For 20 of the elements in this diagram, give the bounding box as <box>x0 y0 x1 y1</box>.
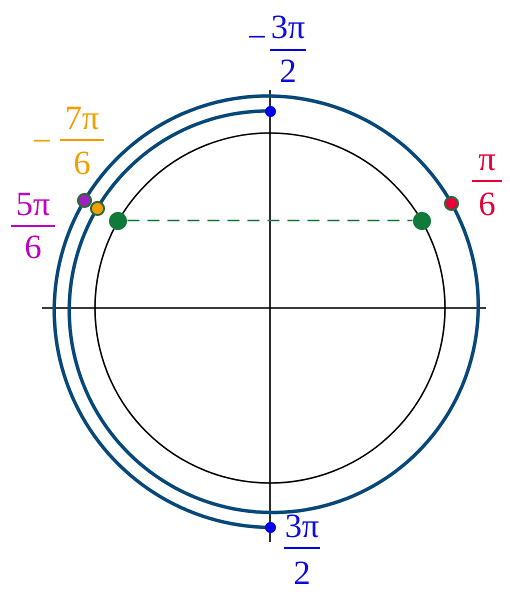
fraction-numerator: 5π <box>16 188 50 222</box>
fraction-denominator: 6 <box>74 147 90 181</box>
fraction-numerator: 3π <box>284 510 320 544</box>
point-marker <box>109 212 128 230</box>
point-marker <box>444 196 459 211</box>
fraction-denominator: 2 <box>294 557 310 591</box>
fraction-denominator: 2 <box>280 55 296 89</box>
fraction-denominator: 6 <box>478 188 496 222</box>
point-marker <box>264 106 276 116</box>
point-marker <box>90 200 105 216</box>
minus-sign: − <box>32 125 52 159</box>
fraction-numerator: π <box>478 143 496 177</box>
dashed-line <box>127 220 413 222</box>
point-marker <box>412 212 431 230</box>
point-marker <box>264 522 276 533</box>
minus-sign: − <box>247 21 267 55</box>
fraction-numerator: 7π <box>64 102 100 136</box>
point-marker <box>76 193 92 208</box>
fraction-numerator: 3π <box>270 11 306 45</box>
fraction-denominator: 6 <box>24 231 42 265</box>
